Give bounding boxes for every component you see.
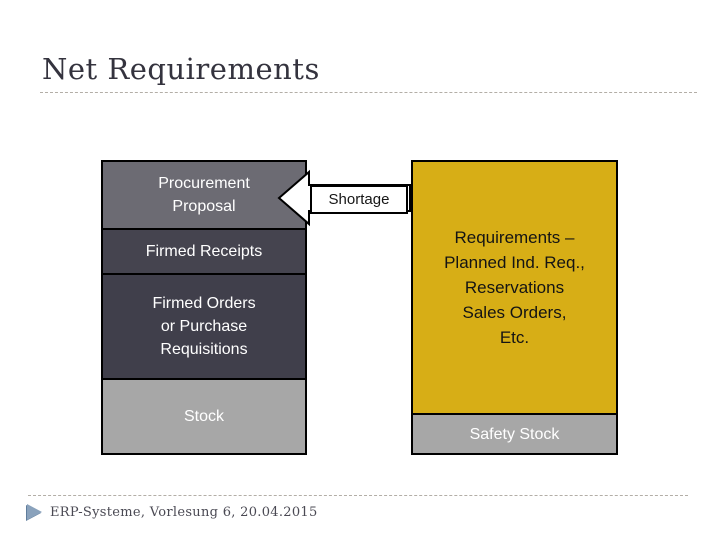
footer-text: ERP-Systeme, Vorlesung 6, 20.04.2015 — [50, 504, 318, 520]
section-stock: Stock — [103, 378, 305, 453]
footer: ERP-Systeme, Vorlesung 6, 20.04.2015 — [27, 504, 318, 520]
section-requirements: Requirements – Planned Ind. Req., Reserv… — [413, 162, 616, 413]
shortage-label-box: Shortage — [310, 185, 408, 214]
section-firmed-receipts: Firmed Receipts — [103, 228, 305, 273]
section-label: Firmed Receipts — [145, 243, 263, 260]
section-label: Requirements – Planned Ind. Req., Reserv… — [444, 228, 585, 347]
section-procurement-proposal: Procurement Proposal — [103, 162, 305, 228]
section-label: Safety Stock — [469, 425, 560, 443]
demand-stack-bar: Requirements – Planned Ind. Req., Reserv… — [411, 160, 618, 455]
footer-triangle-icon — [27, 504, 42, 520]
section-label: Procurement Proposal — [158, 175, 250, 215]
section-firmed-orders: Firmed Orders or Purchase Requisitions — [103, 273, 305, 378]
section-label: Firmed Orders or Purchase Requisitions — [152, 295, 256, 358]
footer-divider — [28, 495, 688, 496]
section-label: Stock — [183, 408, 224, 425]
supply-stack-bar: Procurement Proposal Firmed Receipts Fir… — [101, 160, 307, 455]
shortage-label: Shortage — [328, 191, 390, 208]
title-divider — [40, 92, 697, 93]
page-title: Net Requirements — [42, 52, 320, 86]
section-safety-stock: Safety Stock — [413, 413, 616, 453]
